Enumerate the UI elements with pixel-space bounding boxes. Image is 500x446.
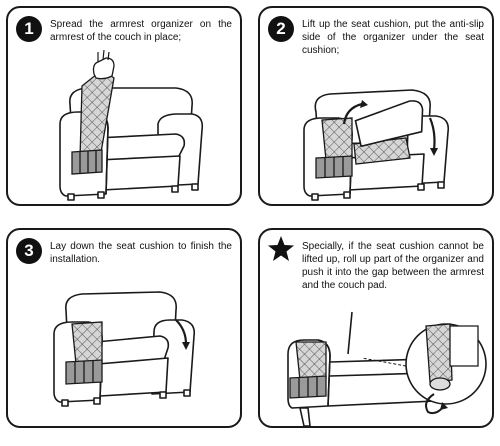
organizer-on-arm (296, 342, 326, 380)
step-1-illustration (8, 8, 240, 204)
roll-end (430, 378, 450, 390)
organizer-on-arm (322, 118, 352, 160)
organizer-on-arm (72, 322, 102, 364)
step-1-panel: 1 Spread the armrest organizer on the ar… (6, 6, 242, 206)
armchair-base (98, 156, 180, 190)
rolled-organizer (426, 324, 452, 382)
push-indicator-line (348, 312, 352, 354)
organizer-pocket-strip (72, 150, 102, 174)
step-3-panel: 3 Lay down the seat cushion to finish th… (6, 228, 242, 428)
armchair-base (98, 358, 168, 396)
special-tip-panel: Specially, if the seat cushion cannot be… (258, 228, 494, 428)
step-3-illustration (8, 230, 240, 426)
step-2-panel: 2 Lift up the seat cushion, put the anti… (258, 6, 494, 206)
step-2-illustration (260, 8, 492, 204)
special-tip-illustration (260, 230, 492, 426)
hand-icon (94, 58, 115, 79)
couch-leg (300, 408, 310, 426)
